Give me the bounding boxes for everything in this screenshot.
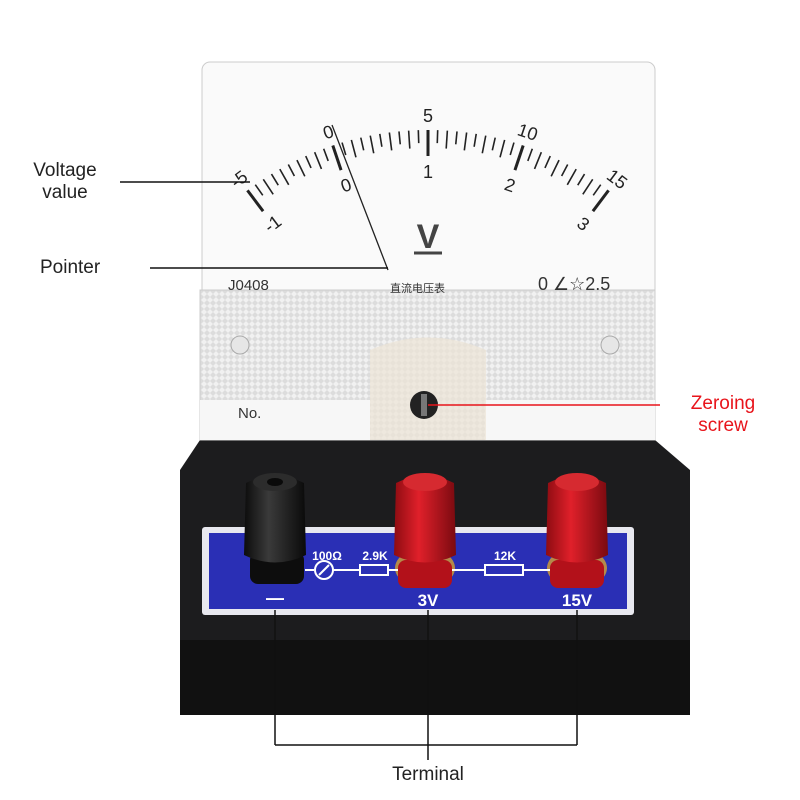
lower-scale-label: 1 xyxy=(423,162,433,182)
terminal-label-15v: 15V xyxy=(562,591,593,610)
scale-tick xyxy=(350,139,357,158)
scale-tick xyxy=(550,159,560,177)
model-label: J0408 xyxy=(228,277,269,294)
callout-line-1: Voltage xyxy=(33,160,97,181)
panel-screw-right xyxy=(600,335,620,355)
scale-tick xyxy=(322,148,329,162)
scale-tick xyxy=(582,178,594,195)
scale-tick xyxy=(527,148,534,162)
scale-tick xyxy=(481,135,487,154)
scale-tick xyxy=(509,142,515,156)
scale-tick xyxy=(499,139,506,158)
scale-tick xyxy=(445,130,449,149)
serial-label: No. xyxy=(238,405,261,422)
class-mark: 0 ∠☆2.5 xyxy=(538,274,610,294)
terminal-3v[interactable] xyxy=(394,473,456,588)
callout-line-2: screw xyxy=(698,415,748,436)
meter-resistance-label: 100Ω xyxy=(312,549,342,563)
scale-tick xyxy=(388,132,393,151)
terminal-15v[interactable] xyxy=(546,473,608,588)
circuit-diagram xyxy=(305,560,550,580)
scale-tick xyxy=(592,184,602,196)
front-panel xyxy=(199,289,656,441)
scale-tick xyxy=(577,173,586,186)
scale-tick xyxy=(566,168,577,186)
scale-tick xyxy=(491,137,497,151)
scale-tick xyxy=(473,133,478,147)
callout-line-2: value xyxy=(42,182,88,203)
scale-tick xyxy=(313,151,323,170)
scale-tick xyxy=(463,132,468,151)
scale-tick xyxy=(533,151,543,170)
unit-label: V xyxy=(417,218,440,256)
scale-tick xyxy=(270,173,279,186)
scale-tick xyxy=(254,184,264,196)
r1-label: 2.9K xyxy=(362,549,388,563)
scale-tick xyxy=(591,189,610,213)
scale-tick xyxy=(407,130,411,149)
panel-screw-left xyxy=(230,335,250,355)
callout-terminal: Terminal xyxy=(392,764,464,785)
scale-tick xyxy=(544,155,551,169)
scale-tick xyxy=(398,131,402,145)
callout-zeroing-screw: Zeroing screw xyxy=(668,393,778,437)
scale-tick xyxy=(454,131,458,145)
scale-tick xyxy=(262,178,274,195)
scale-tick xyxy=(331,145,343,171)
r2-label: 12K xyxy=(494,549,516,563)
upper-scale-label: 5 xyxy=(423,106,433,126)
scale-tick xyxy=(359,137,365,151)
scale-tick xyxy=(279,168,290,186)
terminal-negative[interactable] xyxy=(244,473,306,584)
pointer-needle xyxy=(331,124,389,271)
callout-lines xyxy=(120,181,578,760)
scale-tick xyxy=(369,135,375,154)
callout-line-1: Zeroing xyxy=(690,393,756,414)
terminal-label-3v: 3V xyxy=(418,591,439,610)
scale-tick xyxy=(305,155,312,169)
scale-tick xyxy=(341,142,347,156)
scale-tick xyxy=(513,145,525,171)
face-text: 直流电压表 xyxy=(390,281,445,295)
scale-tick xyxy=(378,133,383,147)
scale-tick xyxy=(296,159,306,177)
scale-tick xyxy=(246,189,265,213)
callout-pointer: Pointer xyxy=(40,257,101,278)
terminal-label-negative: — xyxy=(266,588,284,608)
scale-tick xyxy=(287,164,296,177)
scale-tick xyxy=(560,164,569,177)
callout-voltage-value: Voltage value xyxy=(20,160,110,204)
